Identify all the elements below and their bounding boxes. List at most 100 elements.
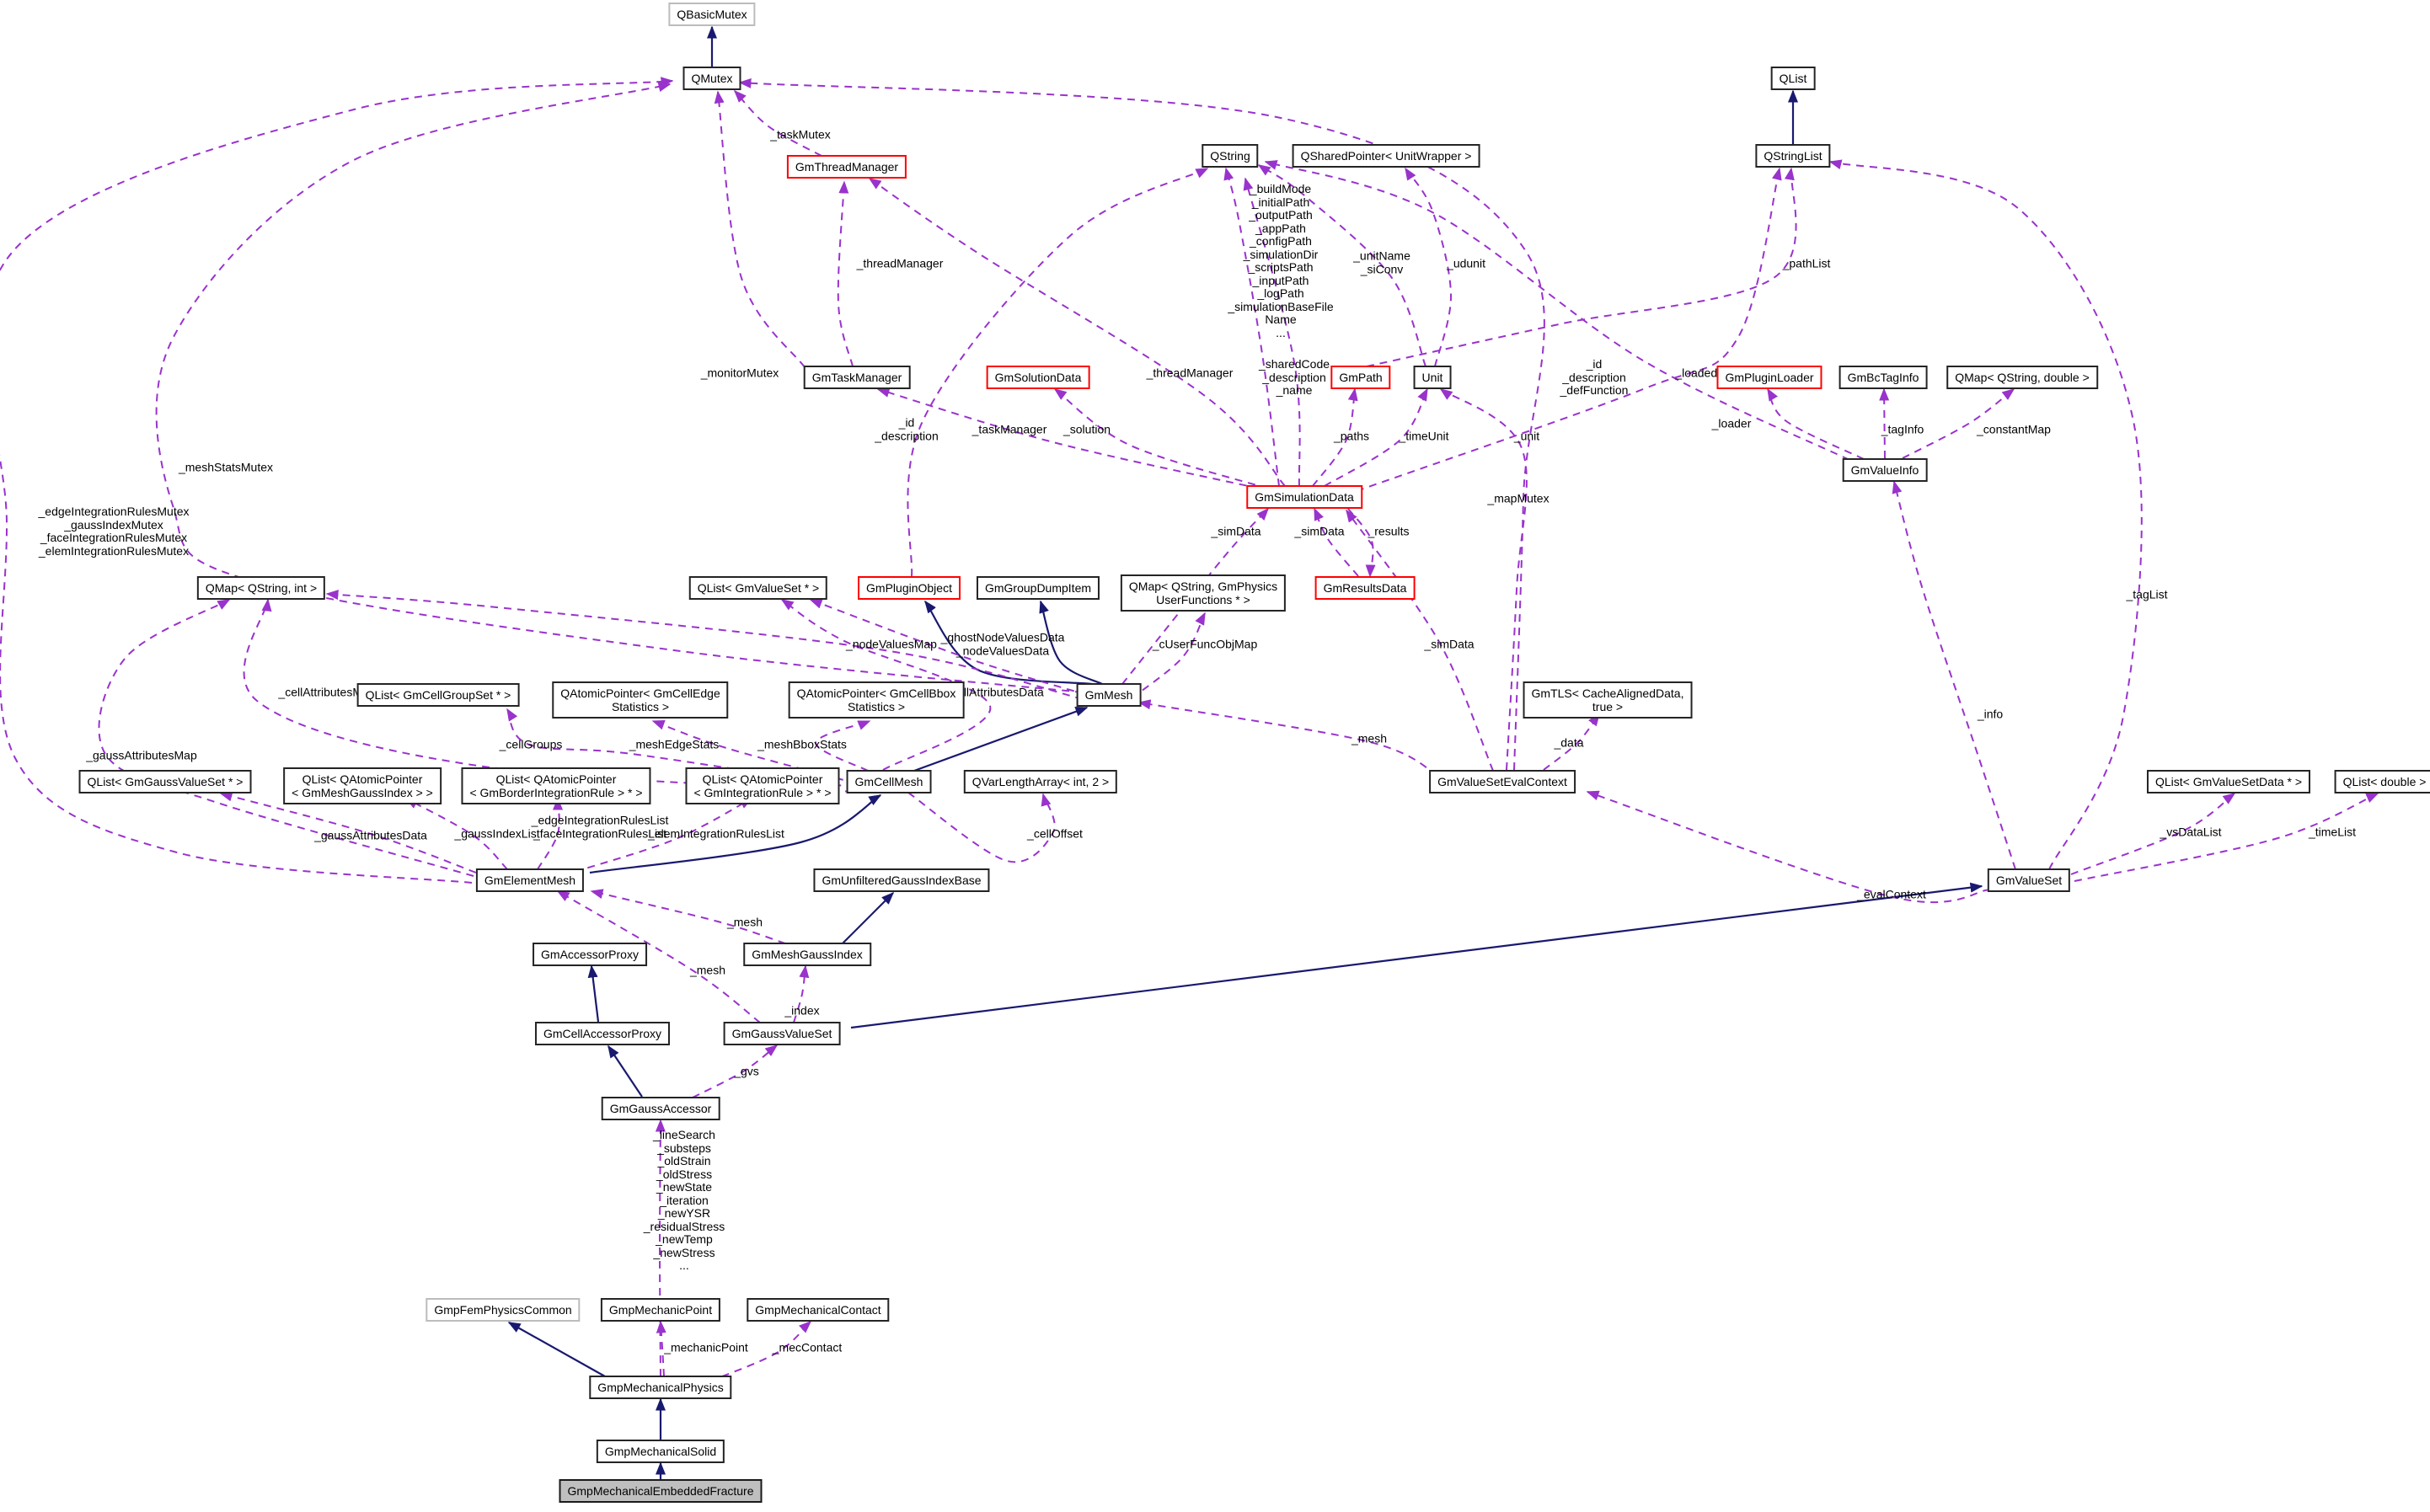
node-gmtls[interactable]: GmTLS< CacheAlignedData, true > xyxy=(1523,681,1693,719)
node-unit[interactable]: Unit xyxy=(1413,366,1452,389)
node-gmpmechanicalsolid[interactable]: GmpMechanicalSolid xyxy=(596,1440,725,1463)
edge-gmmesh-qmutex xyxy=(155,82,1084,693)
edge-gmgaussaccessor-gmgaussvalueset xyxy=(692,1045,779,1098)
edge-gmvalueinfo-gmbctaginfo xyxy=(1879,387,1890,459)
node-gmgaussvalueset[interactable]: GmGaussValueSet xyxy=(723,1022,841,1045)
node-gmpmechanicalcontact[interactable]: GmpMechanicalContact xyxy=(747,1298,890,1322)
node-gmcellaccessorproxy[interactable]: GmCellAccessorProxy xyxy=(534,1022,671,1045)
node-qbasicmutex[interactable]: QBasicMutex xyxy=(668,3,756,26)
edge-label-sharedcode: _sharedCode _description _name xyxy=(1258,356,1330,397)
edge-gmvaluesetevalcontext-gmsimulationdata xyxy=(1346,509,1494,772)
node-qlist_gmcellgroupset[interactable]: QList< GmCellGroupSet * > xyxy=(356,683,520,707)
node-gmpfemphysicscommon[interactable]: GmpFemPhysicsCommon xyxy=(426,1298,581,1322)
node-gmvalueinfo[interactable]: GmValueInfo xyxy=(1842,458,1928,482)
node-qlist_gmvaluesetdata[interactable]: QList< GmValueSetData * > xyxy=(2146,770,2311,793)
edge-gmsimulationdata-gmthreadmanager xyxy=(868,178,1286,487)
edge-label-elemintegrationruleslist: _elemIntegrationRulesList xyxy=(648,826,784,841)
edge-label-monitormutex: _monitorMutex xyxy=(700,366,779,380)
node-gmsolutiondata[interactable]: GmSolutionData xyxy=(986,366,1090,389)
node-gmpmechanicpoint[interactable]: GmpMechanicPoint xyxy=(600,1298,721,1322)
edge-label-taglist: _tagList xyxy=(2126,587,2168,601)
edge-label-timeunit: _timeUnit xyxy=(1399,429,1449,443)
node-qlist_gmgaussvalueset[interactable]: QList< GmGaussValueSet * > xyxy=(78,770,252,793)
node-gmbctaginfo[interactable]: GmBcTagInfo xyxy=(1839,366,1928,389)
edge-gmelementmesh-qlist_meshgaussindex xyxy=(404,798,508,870)
node-gmaccessorproxy[interactable]: GmAccessorProxy xyxy=(533,943,647,966)
edge-gmpmechanicalphysics-gmpmechanicpoint xyxy=(656,1320,666,1377)
node-gmpmechanicalembeddedfracture[interactable]: GmpMechanicalEmbeddedFracture xyxy=(559,1479,763,1503)
edge-gmgaussvalueset-gmelementmesh xyxy=(556,890,761,1023)
node-qlist[interactable]: QList xyxy=(1770,67,1816,90)
node-qlist_integrationrule[interactable]: QList< QAtomicPointer < GmIntegrationRul… xyxy=(685,767,840,804)
edge-label-gaussattributesmap: _gaussAttributesMap xyxy=(86,748,197,762)
node-qatomic_celledge[interactable]: QAtomicPointer< GmCellEdge Statistics > xyxy=(552,681,729,719)
edge-gmsimulationdata-gmpath xyxy=(1312,387,1358,487)
edge-gmsimulationdata-unit xyxy=(1324,387,1428,487)
edge-gmthreadmanager-qmutex xyxy=(733,89,822,157)
edge-label-edgeintegrationruleslist: _edgeIntegrationRulesList _faceIntegrati… xyxy=(531,813,669,840)
node-gmpath[interactable]: GmPath xyxy=(1330,366,1391,389)
edge-label-simdata3: _simData xyxy=(1424,637,1475,651)
edge-gmvalueset-qstringlist xyxy=(1828,159,2143,870)
edge-label-threadmanager2: _threadManager xyxy=(1146,366,1234,380)
node-gmcellmesh[interactable]: GmCellMesh xyxy=(846,770,932,793)
edge-label-state_stack: _lineSearch _substeps _oldStrain _oldStr… xyxy=(643,1127,725,1272)
node-gmtaskmanager[interactable]: GmTaskManager xyxy=(803,366,911,389)
edge-label-simdata2: _simData xyxy=(1294,524,1345,538)
edge-label-meshstatsmutex: _meshStatsMutex xyxy=(178,460,274,474)
node-gmthreadmanager[interactable]: GmThreadManager xyxy=(786,155,907,179)
edge-label-mechanicpoint: _mechanicPoint xyxy=(664,1340,748,1354)
node-qstring[interactable]: QString xyxy=(1202,144,1259,168)
node-gmmesh[interactable]: GmMesh xyxy=(1076,683,1142,707)
node-qlist_borderintegrationrule[interactable]: QList< QAtomicPointer < GmBorderIntegrat… xyxy=(461,767,651,804)
edge-label-mesh2: _mesh xyxy=(726,915,763,929)
node-gmpmechanicalphysics[interactable]: GmpMechanicalPhysics xyxy=(589,1376,732,1399)
node-qlist_double[interactable]: QList< double > xyxy=(2334,770,2430,793)
edge-gmcellmesh-qmap_qstring_int xyxy=(243,598,854,793)
node-qstringlist[interactable]: QStringList xyxy=(1755,144,1831,168)
edge-gmvaluesetevalcontext-gmmesh xyxy=(1137,699,1438,776)
node-qatomic_cellbbox[interactable]: QAtomicPointer< GmCellBbox Statistics > xyxy=(788,681,965,719)
edge-gmvaluesetevalcontext-unit xyxy=(1439,388,1528,771)
node-gmpluginobject[interactable]: GmPluginObject xyxy=(858,576,961,600)
node-qmutex[interactable]: QMutex xyxy=(682,67,741,90)
node-gmelementmesh[interactable]: GmElementMesh xyxy=(475,868,585,892)
edge-gmtaskmanager-gmthreadmanager xyxy=(837,180,854,367)
node-gmpluginloader[interactable]: GmPluginLoader xyxy=(1716,366,1822,389)
node-gmvalueset[interactable]: GmValueSet xyxy=(1987,868,2071,892)
edge-gmsimulationdata-qstring xyxy=(1223,167,1280,487)
edge-label-simdata1: _simData xyxy=(1211,524,1261,538)
node-qvarlengtharray[interactable]: QVarLengthArray< int, 2 > xyxy=(963,770,1118,793)
edge-label-pathlist: _pathList xyxy=(1782,256,1831,270)
node-qmap_userfunctions[interactable]: QMap< QString, GmPhysics UserFunctions *… xyxy=(1120,574,1287,612)
edge-label-results: _results xyxy=(1368,524,1410,538)
node-qmap_qstring_double[interactable]: QMap< QString, double > xyxy=(1946,366,2098,389)
node-qlist_gmvalueset[interactable]: QList< GmValueSet * > xyxy=(688,576,828,600)
edge-gmcellmesh-qvarlengtharray xyxy=(907,792,1056,863)
edge-label-gaussattributesdata: _gaussAttributesData xyxy=(314,828,427,842)
node-gmunfilteredgaussindexbase[interactable]: GmUnfilteredGaussIndexBase xyxy=(813,868,990,892)
edge-label-unit_lbl: _unit xyxy=(1513,429,1540,443)
edges-group xyxy=(0,25,2379,1480)
edge-label-mesh3: _mesh xyxy=(689,963,726,977)
node-qlist_meshgaussindex[interactable]: QList< QAtomicPointer < GmMeshGaussIndex… xyxy=(283,767,442,804)
node-gmmeshgaussindex[interactable]: GmMeshGaussIndex xyxy=(743,943,871,966)
edge-label-meshedgestats: _meshEdgeStats xyxy=(629,737,720,751)
node-gmresultsdata[interactable]: GmResultsData xyxy=(1314,576,1416,600)
edge-gmpmechanicalphysics-gmgaussaccessor xyxy=(655,1119,666,1377)
node-qsharedptr_unitwrapper[interactable]: QSharedPointer< UnitWrapper > xyxy=(1292,144,1480,168)
node-gmvaluesetevalcontext[interactable]: GmValueSetEvalContext xyxy=(1429,770,1576,793)
edge-label-evalcontext: _evalContext xyxy=(1857,887,1926,901)
node-qmap_qstring_int[interactable]: QMap< QString, int > xyxy=(196,576,326,600)
edge-label-threadmanager1: _threadManager xyxy=(856,256,944,270)
edge-label-id_desc_deffunction: _id _description _defFunction xyxy=(1560,356,1629,397)
edge-label-mutex_stack: _edgeIntegrationRulesMutex _gaussIndexMu… xyxy=(38,505,190,558)
node-gmsimulationdata[interactable]: GmSimulationData xyxy=(1246,485,1362,509)
edge-gmpath-qstringlist xyxy=(1366,167,1797,367)
edge-label-taskmanager: _taskManager xyxy=(971,422,1047,436)
edge-gmgaussvalueset-gmmeshgaussindex xyxy=(793,964,810,1023)
node-gmgaussaccessor[interactable]: GmGaussAccessor xyxy=(601,1097,720,1120)
node-gmgroupdumpitem[interactable]: GmGroupDumpItem xyxy=(976,576,1100,600)
edge-gmsimulationdata-gmresultsdata xyxy=(1347,508,1376,578)
edge-gmsimulationdata-gmsolutiondata xyxy=(1053,388,1269,489)
